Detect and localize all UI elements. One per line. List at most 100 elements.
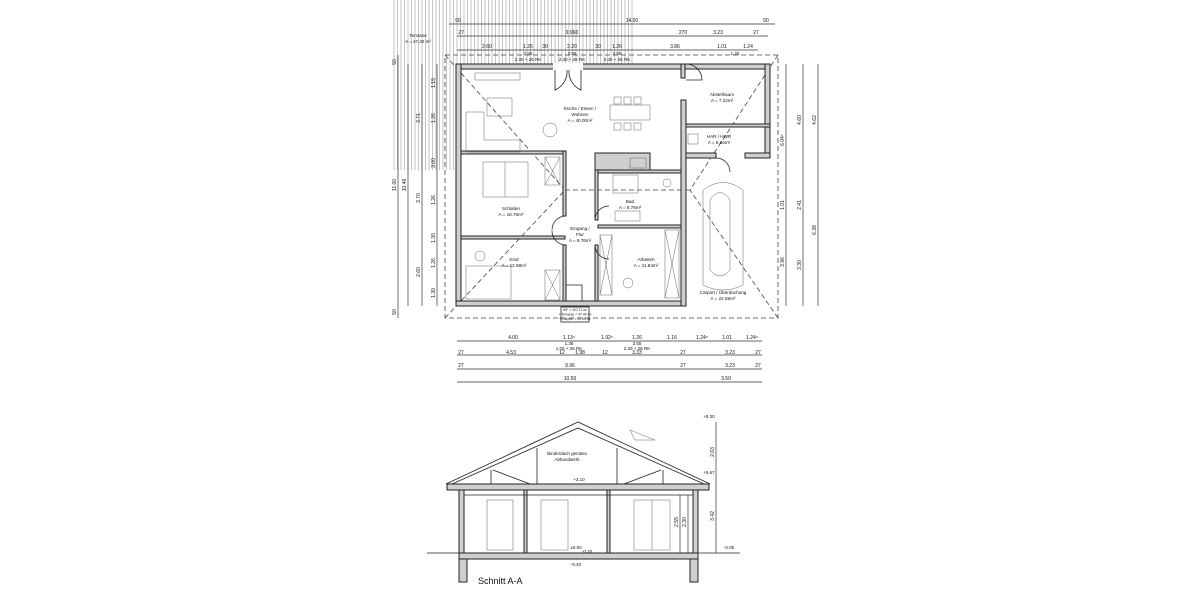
dim-label: 2.60 [416,267,422,277]
dim-label: 2.55 [568,51,577,56]
dim-label: 1.26 [431,113,437,123]
chair-icon [613,122,622,131]
dim-label: 27 [458,350,464,356]
room-hall-label: Eingang / [570,226,590,231]
level-label: +5.67 [703,470,715,475]
section-title: Schnitt A-A [478,576,523,586]
dim-label: 2.55 [633,341,642,346]
dim-label: 1.30 [431,233,437,243]
dim-label: 4.60 [797,115,803,125]
dim-label: 2.63 [710,447,716,457]
room-bath-area: A = 8.78m² [619,205,642,210]
dim-label: 1.01 [722,335,732,341]
dim-label: 3.86 [670,44,680,50]
dim-label: 50 [392,309,398,315]
dim-label: 30 [595,44,601,50]
dim-label: 1.00 + 26 RK [556,346,582,351]
dim-label: 50 [392,59,398,65]
dim-label: 3.23 [713,30,723,36]
room-child-label: Kind [509,257,519,262]
roof-note: Binderdach gemäss [547,451,588,456]
room-child-area: A = 12.68m² [502,263,527,268]
room-carport-label: Carport / Überdachung [700,289,747,295]
dim-label: 1.30 [431,288,437,298]
dim-label: 2.55 [613,51,622,56]
dim-label: 50 [763,18,769,24]
dim-label: 27 [680,363,686,369]
chair-icon [623,122,632,131]
roof-outline [444,54,779,319]
dim-label: 27 [753,30,759,36]
room-storage-label: Abstellraum [710,92,734,97]
dim-label: 1.24⁵ [746,335,758,341]
exterior-walls [455,63,771,307]
dim-label: 27 [680,350,686,356]
dim-label: 1.26 [431,195,437,205]
roof-ridge-line [444,54,566,191]
room-bedroom-area: A = 16.76m² [499,212,524,217]
dim-label: 27 [755,363,761,369]
dim-label: 1.26 [612,44,622,50]
room-kitchen-label2: Wohnen [571,112,588,117]
roof-ridge-line [689,189,779,319]
chair-icon [623,96,632,105]
dim-label: 3.23 [725,363,735,369]
dim-label: 1.26 [731,51,740,56]
room-hall-label2: Flur [576,232,584,237]
dim-label: 3.50 [721,376,731,382]
room-bedroom-label: Schlafen [502,206,520,211]
dim-label: 3.23 [725,350,735,356]
room-labels: Küche / Essen / Wohnen A = 40.00m² Abste… [499,92,747,301]
roof-note: Abbundwerk [554,457,580,462]
dim-label: 1.26 [632,335,642,341]
dim-label: 2.60 [482,44,492,50]
dim-label: 2.55 [674,517,680,527]
level-label: -0.05 [724,545,735,550]
dim-label: 2.41 [797,200,803,210]
dim-label: 1.01 [780,200,786,210]
dim-label: 9.960 [566,30,579,36]
room-office-area: A = 11.84m² [634,263,659,268]
dim-label: 1.24 [743,44,753,50]
room-bath-label: Bad [626,199,635,204]
room-hall-area: A = 9.76m² [569,238,592,243]
dim-label: 14.00 [626,18,639,24]
dim-label: 50 [455,18,461,24]
area-summary-line: + Carport = 22,55 m² [559,317,591,321]
chair-icon [633,96,642,105]
dim-label: 1.01 [717,44,727,50]
level-label: +8.30 [703,414,715,419]
dim-label: 4.00 [508,335,518,341]
dim-label: 2.30 + 26 RK [604,57,630,62]
dimension-lines [397,23,819,383]
section-drawing [427,421,740,583]
dim-label: 4.62 [812,115,818,125]
dim-label: 2.55 [524,51,533,56]
dimension-labels-bottom: 4.00 1.13⁵ 1.92⁵ 1.26 1.16 1.24⁵ 1.01 1.… [458,335,761,382]
terrace-label: Terrasse [409,33,427,38]
dim-label: 10.50 [564,376,577,382]
dim-label: 12 [559,350,565,356]
roof-ridge-line [689,54,779,191]
dim-label: 3.00 [431,158,437,168]
dim-label: 11.00 [392,179,398,191]
dim-label: 1.36 [565,341,574,346]
level-label: +3.10 [573,477,585,482]
dim-label: 12 [602,350,608,356]
dim-label: 2.30 + 26 RK [624,346,650,351]
dim-label: 10.46 [402,179,408,192]
level-label: -0.20 [582,549,593,554]
dim-label: 1.15 [431,78,437,88]
dim-label: 3.33 [632,350,642,356]
dim-label: 30 [542,44,548,50]
terrace-area: A = 47.40 m² [405,39,431,44]
area-summary-line: WF = 110,71 m² [563,308,588,312]
room-kitchen-label: Küche / Essen / [564,106,597,111]
dim-label: 3.70 [416,193,422,203]
dimension-labels-left: 11.00 10.46 3.71 3.70 2.60 1.15 1.26 3.0… [392,59,437,315]
dim-label: 3.96 [780,257,786,267]
dimension-labels-top: 50 14.00 50 27 9.960 270 3.23 27 2.60 1.… [455,18,769,62]
roof-ridge-line [444,189,566,319]
dim-label: 6.04⁵ [780,134,786,146]
